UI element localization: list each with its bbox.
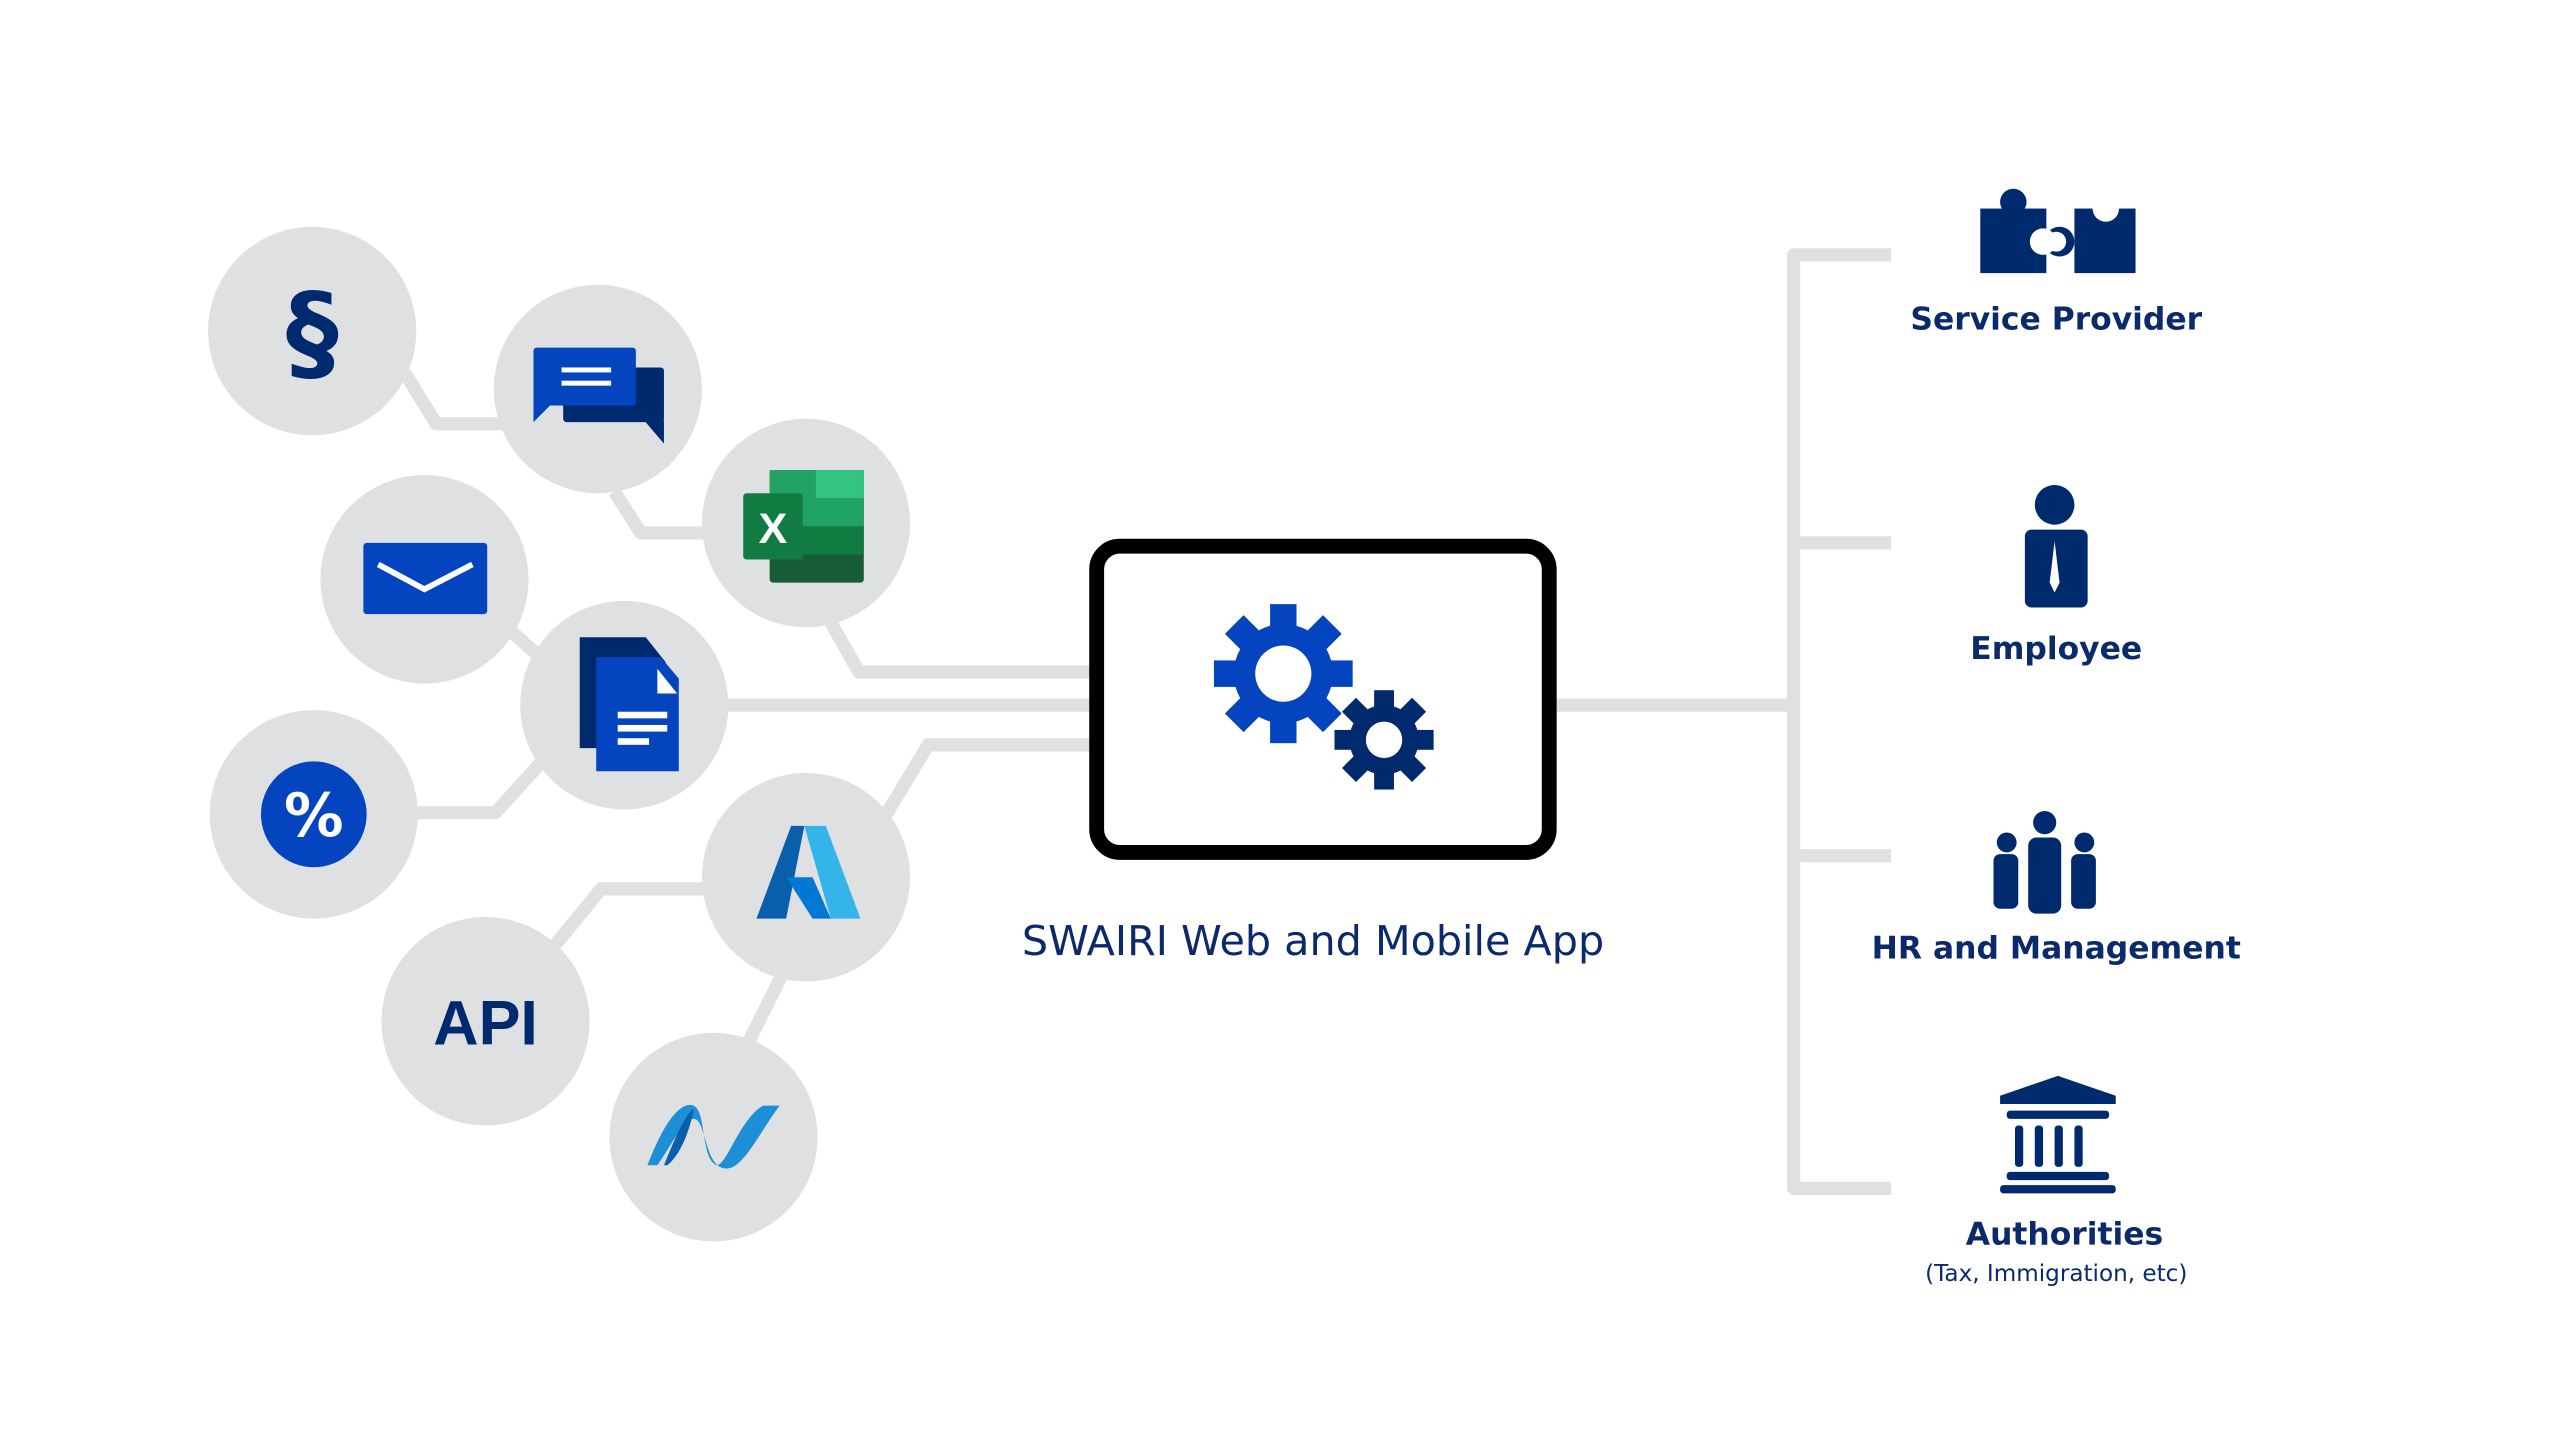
target-label: Employee bbox=[1970, 631, 2142, 667]
source-node-documents bbox=[520, 600, 729, 810]
group-icon bbox=[1993, 811, 2096, 914]
target-authorities: Authorities (Tax, Immigration, etc) bbox=[1925, 1075, 2187, 1287]
connector-api-azure bbox=[549, 882, 711, 950]
documents-icon bbox=[579, 637, 679, 772]
target-employee: Employee bbox=[1970, 484, 2142, 667]
target-label: Authorities bbox=[1966, 1217, 2163, 1253]
connector-chat-excel bbox=[608, 488, 711, 540]
azure-icon bbox=[756, 825, 861, 919]
puzzle-icon bbox=[1980, 188, 2136, 274]
app-title: SWAIRI Web and Mobile App bbox=[1022, 917, 1604, 965]
source-node-excel: X bbox=[701, 418, 911, 628]
employee-icon bbox=[2024, 484, 2088, 608]
bracket-spine bbox=[1787, 248, 1892, 1196]
source-node-email bbox=[320, 475, 529, 684]
connector-percent-docs bbox=[416, 753, 550, 820]
source-node-tax-rate: % bbox=[209, 710, 418, 919]
target-sublabel: (Tax, Immigration, etc) bbox=[1925, 1261, 2187, 1287]
node-circle bbox=[609, 1032, 818, 1242]
app-screen: SWAIRI Web and Mobile App bbox=[1022, 538, 1604, 965]
source-node-dotnet bbox=[609, 1032, 818, 1242]
source-node-api: API bbox=[381, 916, 590, 1126]
source-node-azure bbox=[701, 772, 911, 982]
envelope-icon bbox=[363, 542, 488, 615]
excel-icon: X bbox=[743, 470, 864, 583]
government-building-icon bbox=[2000, 1075, 2116, 1194]
api-text-icon: API bbox=[433, 988, 538, 1058]
chat-bubbles-icon bbox=[533, 347, 664, 444]
connector-dotnet-azure bbox=[742, 973, 788, 1046]
connector-law-chat bbox=[399, 368, 504, 431]
connector-azure-app bbox=[879, 738, 1094, 820]
connector-excel-app bbox=[825, 619, 1094, 679]
paragraph-icon: § bbox=[286, 271, 339, 394]
target-label: HR and Management bbox=[1872, 930, 2241, 966]
excel-letter: X bbox=[759, 505, 788, 553]
left-connectors bbox=[399, 368, 1094, 1046]
node-circle bbox=[208, 226, 417, 436]
node-circle bbox=[381, 916, 590, 1126]
target-service-provider: Service Provider bbox=[1910, 188, 2203, 337]
target-hr: HR and Management bbox=[1872, 811, 2241, 966]
source-node-chat bbox=[493, 284, 702, 494]
gears-icon bbox=[1213, 604, 1434, 790]
source-node-law: § bbox=[208, 226, 417, 436]
targets-bracket bbox=[1787, 248, 1892, 1196]
percent-icon: % bbox=[260, 761, 367, 868]
target-label: Service Provider bbox=[1910, 301, 2202, 337]
percent-glyph: % bbox=[284, 782, 344, 851]
dotnet-icon bbox=[647, 1104, 780, 1169]
